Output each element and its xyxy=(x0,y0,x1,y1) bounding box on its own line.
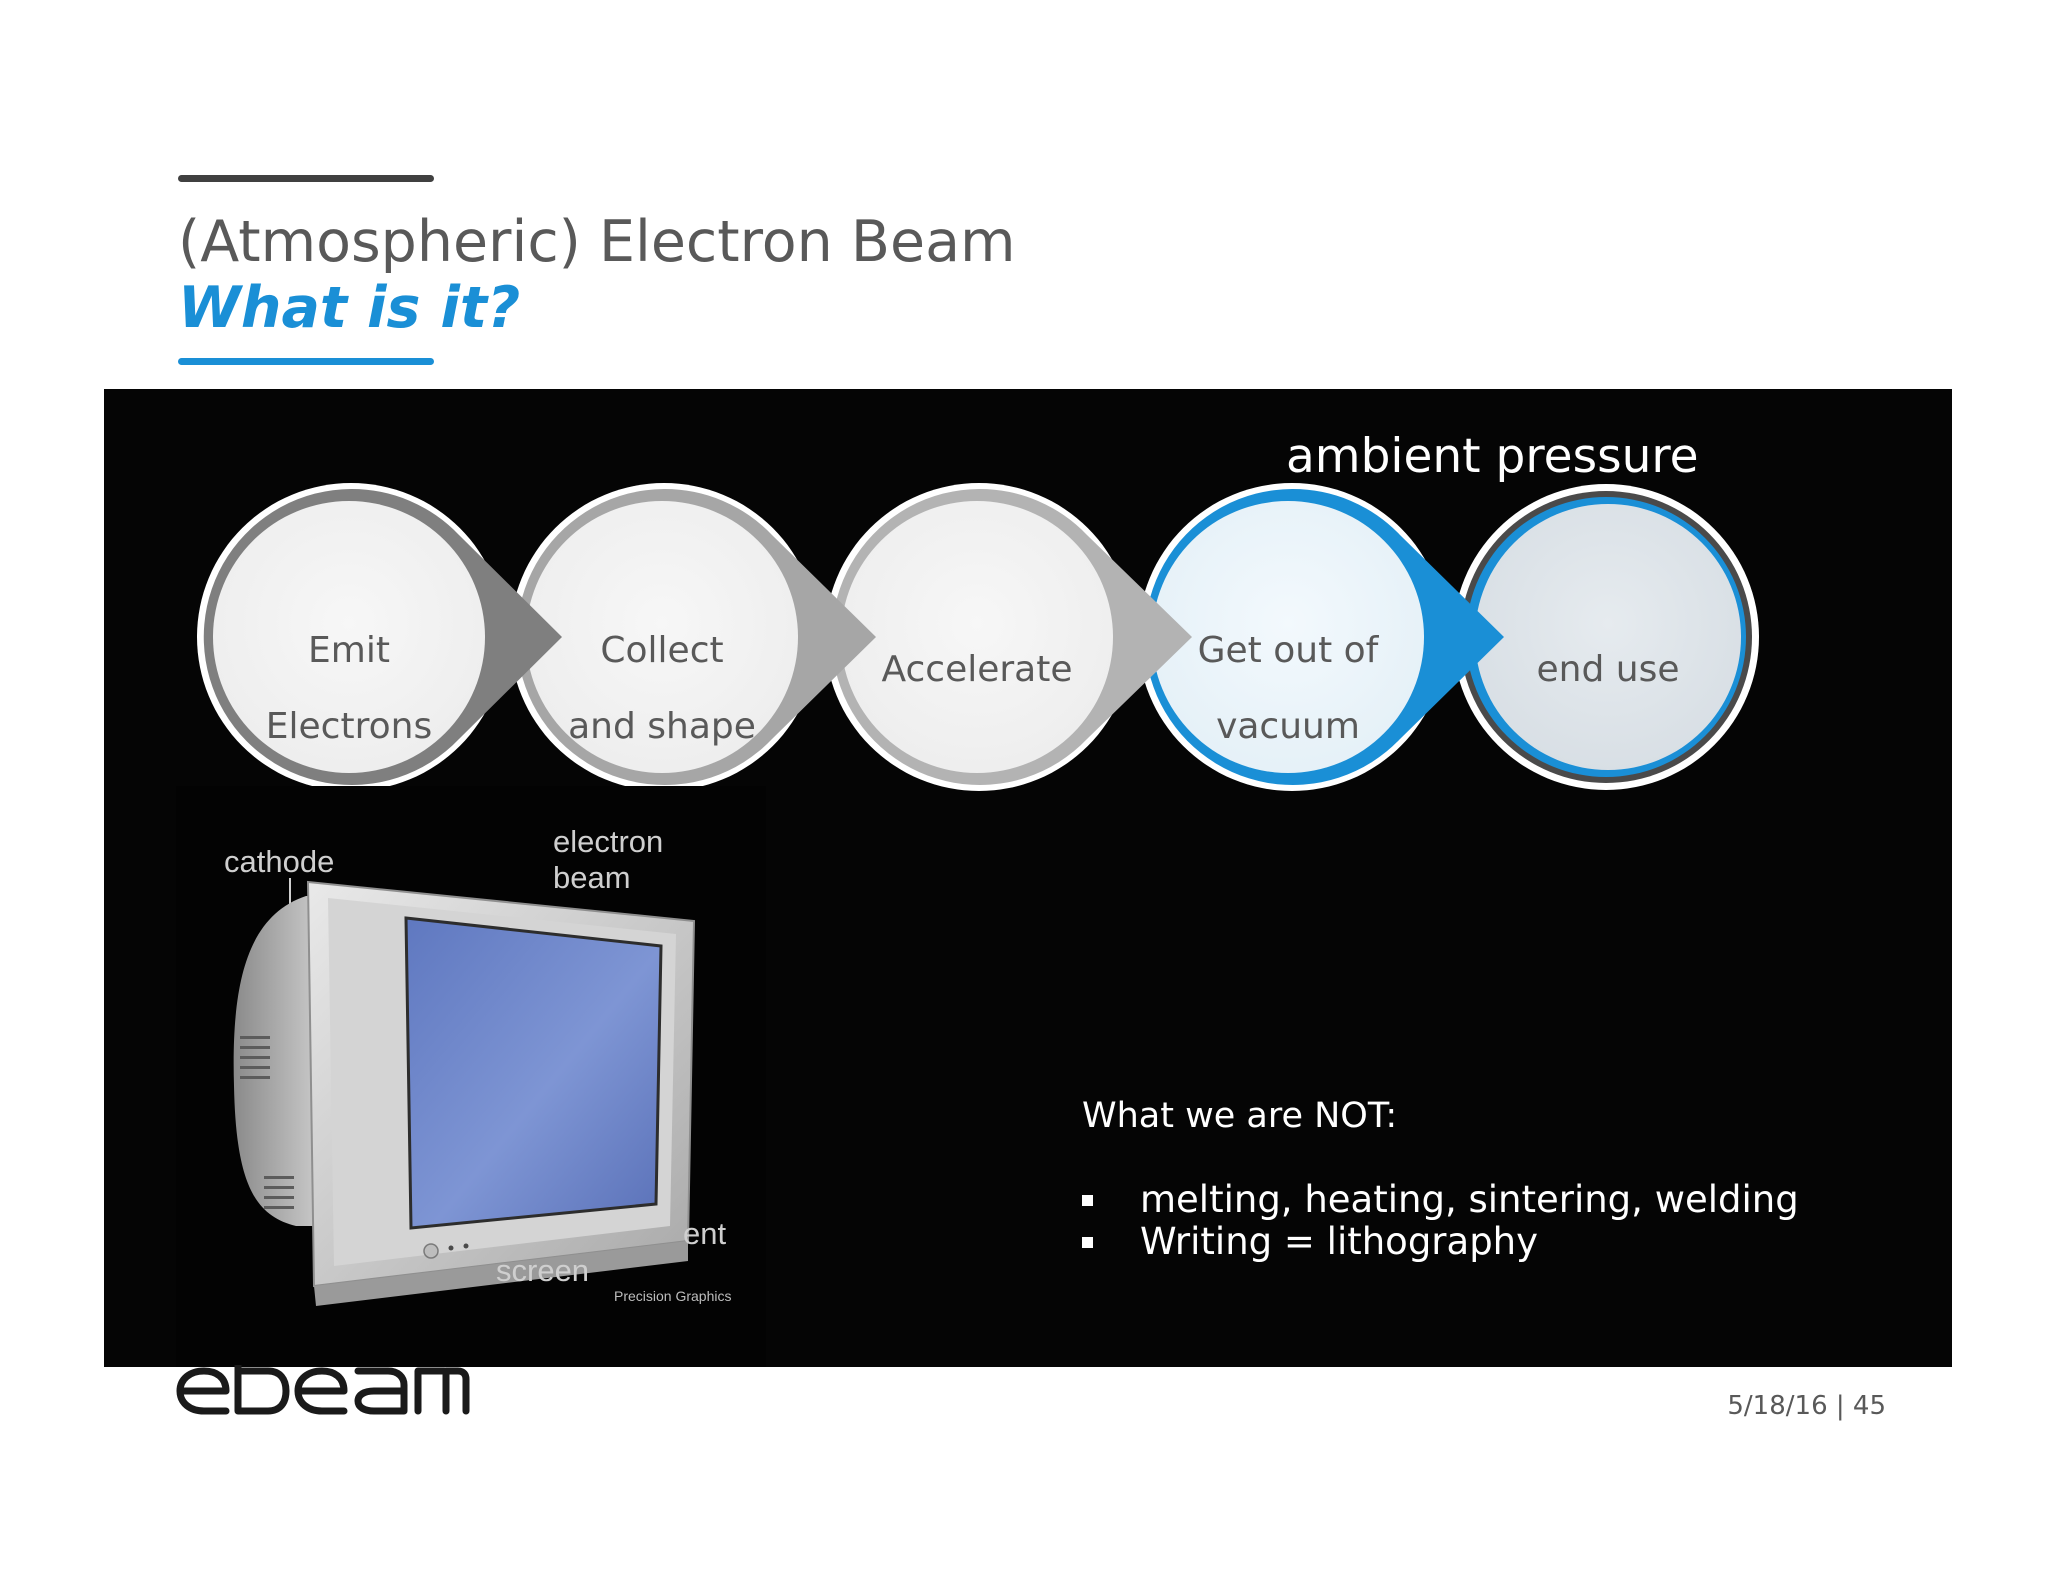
not-section-list: melting, heating, sintering, welding Wri… xyxy=(1082,1179,1799,1263)
step-end-use-bubble xyxy=(1453,484,1759,790)
step-accelerate-bubble xyxy=(825,483,1192,791)
electron-beam-label-line-1: electron xyxy=(553,824,664,859)
slide-title: (Atmospheric) Electron Beam xyxy=(178,209,1016,275)
cathode-label: cathode xyxy=(224,844,335,879)
step-collect-and-shape-line-1: Collect xyxy=(600,630,724,671)
ambient-pressure-label: ambient pressure xyxy=(1286,429,1699,484)
title-bottom-rule xyxy=(178,358,434,365)
page-number: 45 xyxy=(1852,1391,1886,1421)
step-collect-and-shape-label: Collect and shape xyxy=(527,594,797,784)
step-emit-electrons-bubble xyxy=(197,483,562,791)
step-accelerate-line-1: Accelerate xyxy=(881,649,1073,690)
step-emit-electrons-line-1: Emit xyxy=(308,630,390,671)
content-panel: ambient pressure xyxy=(104,389,1952,1367)
step-get-out-of-vacuum-line-1: Get out of xyxy=(1197,630,1379,671)
slide-date: 5/18/16 xyxy=(1727,1391,1828,1421)
step-end-use-label: end use xyxy=(1473,613,1743,727)
not-section-heading: What we are NOT: xyxy=(1082,1096,1398,1136)
title-top-rule xyxy=(178,175,434,182)
coating-label-partial: ent xyxy=(683,1216,727,1251)
list-item: Writing = lithography xyxy=(1082,1221,1799,1263)
slide-footer: 5/18/16 | 45 xyxy=(1727,1390,1886,1422)
square-bullet-icon xyxy=(1082,1237,1093,1248)
step-get-out-of-vacuum-bubble xyxy=(1138,483,1504,791)
square-bullet-icon xyxy=(1082,1195,1093,1206)
step-end-use-line-1: end use xyxy=(1536,649,1680,690)
step-get-out-of-vacuum-line-2: vacuum xyxy=(1216,706,1360,747)
electron-beam-label-line-2: beam xyxy=(553,860,631,895)
screen-label: screen xyxy=(496,1253,590,1288)
step-collect-and-shape-bubble xyxy=(510,483,876,791)
process-flow-diagram xyxy=(197,483,1759,791)
crt-television-figure: cathode electron beam ent screen Precisi… xyxy=(176,786,766,1367)
step-emit-electrons-label: Emit Electrons xyxy=(214,594,484,784)
step-get-out-of-vacuum-label: Get out of vacuum xyxy=(1153,594,1423,784)
step-collect-and-shape-line-2: and shape xyxy=(568,706,756,747)
crt-television-illustration xyxy=(233,878,696,1306)
precision-graphics-credit: Precision Graphics xyxy=(614,1288,732,1304)
footer-separator: | xyxy=(1835,1391,1845,1421)
list-item-text: Writing = lithography xyxy=(1140,1220,1539,1263)
list-item-text: melting, heating, sintering, welding xyxy=(1140,1178,1799,1221)
step-accelerate-label: Accelerate xyxy=(842,613,1112,727)
ebeam-logo xyxy=(176,1365,470,1415)
list-item: melting, heating, sintering, welding xyxy=(1082,1179,1799,1221)
slide-subtitle: What is it? xyxy=(178,275,521,341)
step-emit-electrons-line-2: Electrons xyxy=(265,706,433,747)
